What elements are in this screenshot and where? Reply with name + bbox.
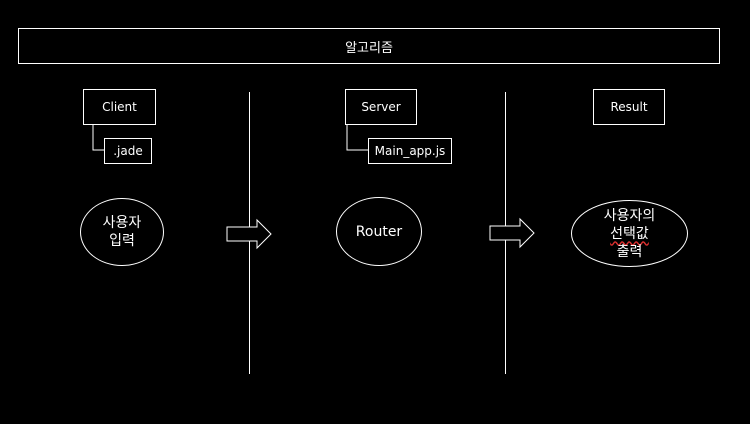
server-file-label: Main_app.js [374, 144, 446, 158]
title-box: 알고리즘 [18, 28, 720, 64]
result-process-line2-b: 출력 [616, 243, 643, 260]
flow-arrow-icon [489, 217, 535, 249]
client-file-label: .jade [113, 144, 143, 158]
result-process-line1: 사용자의 [603, 207, 656, 224]
flow-arrow-icon [226, 218, 272, 250]
result-header-label: Result [610, 100, 648, 114]
client-process-line2: 입력 [109, 233, 135, 249]
client-file-connector [92, 125, 104, 151]
client-header-label: Client [102, 100, 137, 114]
client-header-box: Client [83, 89, 156, 125]
result-process-line2: 선택값 출력 [604, 225, 656, 261]
server-process-label: Router [355, 223, 403, 240]
server-file-connector [346, 125, 368, 151]
result-process-ellipse: 사용자의 선택값 출력 [571, 200, 688, 267]
client-process-ellipse: 사용자 입력 [80, 198, 164, 266]
title-label: 알고리즘 [345, 40, 393, 56]
server-header-box: Server [345, 89, 417, 125]
result-process-line2-a: 선택값 [610, 225, 649, 242]
server-process-ellipse: Router [336, 197, 422, 266]
server-header-label: Server [361, 100, 401, 114]
client-process-line1: 사용자 [102, 215, 142, 231]
result-header-box: Result [593, 89, 665, 125]
client-file-box: .jade [104, 138, 152, 164]
server-file-box: Main_app.js [368, 138, 452, 164]
